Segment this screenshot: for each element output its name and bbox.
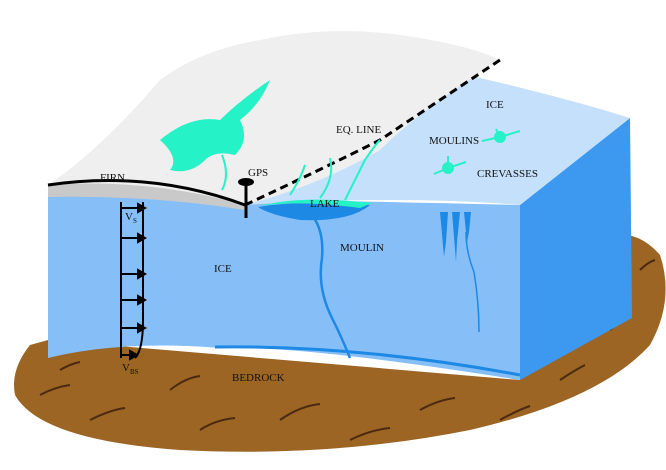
meltwater-patch [160, 80, 270, 172]
label-lake: LAKE [310, 198, 340, 210]
ice-front-face [48, 195, 520, 380]
label-crevasses: CREVASSES [477, 168, 538, 180]
firn-layer [48, 183, 245, 210]
snow-surface [48, 31, 500, 205]
velocity-symbol: V [122, 362, 130, 374]
label-firn: FIRN [100, 172, 126, 184]
velocity-symbol: V [125, 211, 133, 223]
firn-line [47, 179, 246, 207]
crevasse-crack [465, 231, 480, 333]
lake-surface [260, 199, 372, 208]
label-ice-top: ICE [486, 99, 504, 111]
label-bedrock: BEDROCK [232, 372, 285, 384]
crevasse-shafts [440, 212, 471, 262]
label-eq-line: EQ. LINE [336, 124, 382, 136]
basal-water [214, 345, 521, 377]
velocity-subscript-s: S [132, 217, 137, 225]
lake [258, 202, 370, 221]
label-ice-front: ICE [214, 263, 232, 275]
moulin-symbols [433, 128, 521, 175]
meltwater-streams [221, 139, 381, 201]
ice-side-face [520, 118, 632, 380]
velocity-subscript-bs: BS [129, 368, 139, 376]
label-surface-velocity: VS [125, 211, 137, 225]
label-basal-velocity: VBS [122, 362, 139, 376]
bedrock [14, 234, 666, 452]
label-gps: GPS [248, 167, 269, 179]
flow-velocity-profile [120, 202, 148, 361]
label-moulins: MOULINS [429, 135, 480, 147]
moulin-channel [312, 217, 352, 359]
gps-station-icon [238, 178, 254, 218]
label-moulin: MOULIN [340, 242, 384, 254]
